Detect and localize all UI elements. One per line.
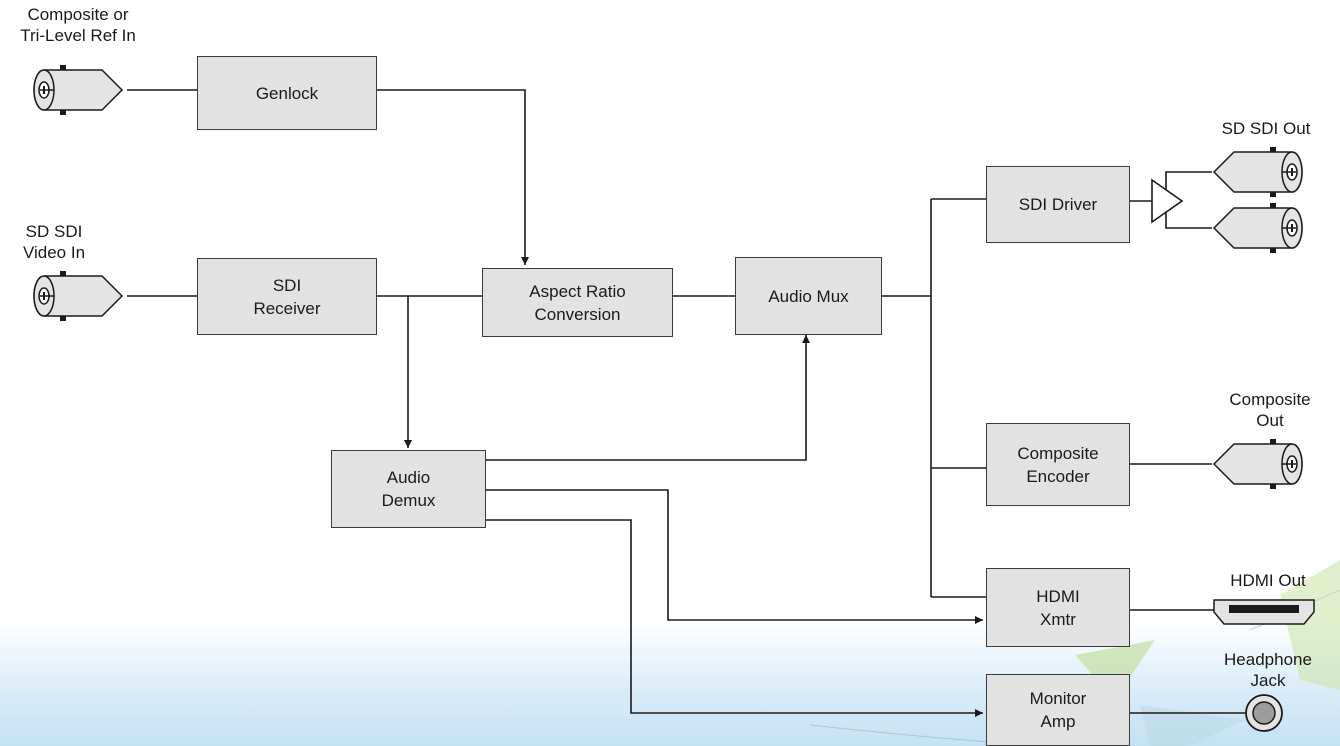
sdi-in-label: SD SDI Video In — [22, 222, 86, 262]
sdi-out-label: SD SDI Out — [1221, 119, 1311, 138]
headphone-jack-label: Headphone Jack — [1224, 650, 1312, 690]
monitor-amp-block: Monitor Amp — [986, 674, 1130, 746]
hdmi-port-icon — [1213, 599, 1315, 625]
hdmi-xmtr-label: HDMI Xmtr — [1036, 586, 1080, 629]
aspect-ratio-conversion-label: Aspect Ratio Conversion — [529, 281, 626, 324]
amplifier-triangle-icon — [1151, 178, 1184, 224]
audio-demux-block: Audio Demux — [331, 450, 486, 528]
bnc-connector-icon — [33, 271, 123, 321]
bnc-connector-icon — [1213, 439, 1303, 489]
bnc-connector-icon — [1213, 203, 1303, 253]
composite-out-label: Composite Out — [1229, 390, 1311, 430]
audio-mux-label: Audio Mux — [768, 286, 849, 306]
sdi-driver-block: SDI Driver — [986, 166, 1130, 243]
audio-demux-label: Audio Demux — [381, 468, 436, 510]
decorative-watermark-shapes — [809, 560, 1340, 746]
ref-in-label: Composite or Tri-Level Ref In — [20, 5, 136, 45]
audio-mux-block: Audio Mux — [735, 257, 882, 335]
sdi-driver-label: SDI Driver — [1018, 195, 1098, 214]
bnc-connector-icon — [33, 65, 123, 115]
composite-encoder-block: Composite Encoder — [986, 423, 1130, 506]
hdmi-xmtr-block: HDMI Xmtr — [986, 568, 1130, 647]
sdi-receiver-label: SDI Receiver — [253, 275, 321, 318]
hdmi-out-label: HDMI Out — [1230, 571, 1306, 590]
genlock-block: Genlock — [197, 56, 377, 130]
bnc-connector-icon — [1213, 147, 1303, 197]
composite-encoder-label: Composite Encoder — [1017, 443, 1099, 486]
headphone-jack-icon — [1245, 694, 1283, 732]
aspect-ratio-conversion-block: Aspect Ratio Conversion — [482, 268, 673, 337]
monitor-amp-label: Monitor Amp — [1029, 689, 1087, 731]
genlock-label: Genlock — [255, 83, 319, 103]
sdi-receiver-block: SDI Receiver — [197, 258, 377, 335]
